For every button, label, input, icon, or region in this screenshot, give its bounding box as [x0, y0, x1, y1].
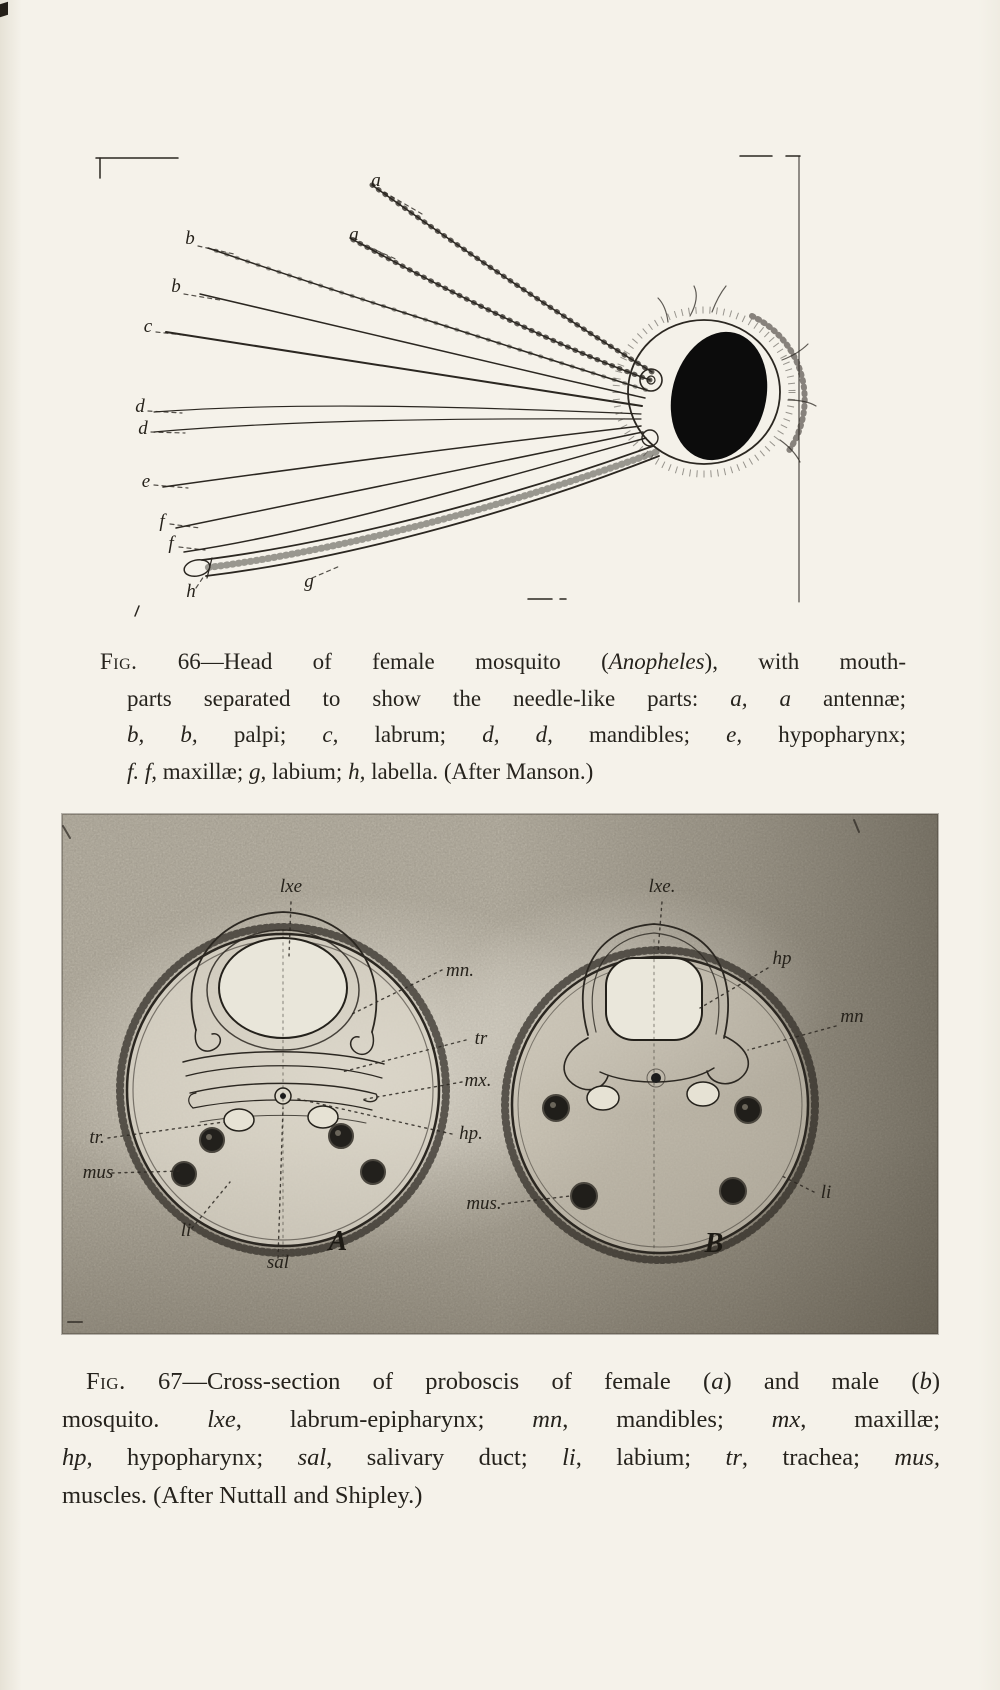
antennal-socket: [639, 368, 663, 392]
muscle-dots-b: [542, 1094, 762, 1210]
mouthparts: [153, 182, 660, 579]
labrum-outline-a: [190, 911, 378, 1033]
maxilla-1: [175, 431, 644, 529]
hypopharynx: [162, 425, 642, 488]
head-hairs: [657, 285, 817, 463]
figure-label-sal: sal: [267, 1252, 289, 1273]
figure-label-d: d: [135, 396, 145, 417]
labrum-wall-b: [591, 932, 720, 1035]
caption-line: Fig. 67—Cross-section of proboscis of fe…: [86, 1368, 940, 1395]
figure-label-a: a: [371, 170, 381, 191]
figure-label-lxe: lxe: [280, 876, 302, 897]
labrum-lumen-b: [605, 957, 703, 1041]
fig67-svg: lxe mn. tr mx. hp. tr. mus li sal A lxe. hp mn li mus…: [61, 813, 939, 1335]
labium-wall-a: [125, 932, 441, 1248]
figure-label-hp: hp.: [459, 1123, 483, 1144]
figure-label-mn: mn: [840, 1006, 863, 1027]
figure-label-A: A: [327, 1226, 348, 1257]
caption-line: parts separated to show the needle-like …: [127, 685, 906, 711]
mosquito-head: [612, 285, 817, 478]
figure-label-b: b: [185, 228, 195, 249]
fig67-leader-lines: [107, 901, 837, 1259]
mandible-left-b: [563, 1037, 609, 1091]
compound-eye: [670, 331, 768, 461]
mandible-maxilla-bands-a: [182, 1050, 385, 1124]
labella-divider: [206, 557, 213, 579]
hypopharynx-b: [651, 1073, 661, 1083]
proboscis-base: [641, 429, 659, 447]
figure-label-h: h: [186, 581, 196, 602]
labrum-lumen-a: [218, 937, 348, 1039]
trachea-left-a: [223, 1108, 255, 1132]
figure-label-b: b: [171, 276, 181, 297]
figure-label-mus: mus.: [466, 1193, 501, 1214]
mandible-1: [153, 405, 642, 415]
hypopharynx-ring-b: [646, 1068, 666, 1088]
figure-label-a: a: [349, 224, 359, 245]
caption-line: Fig. 66—Head of female mosquito (Anophel…: [100, 649, 906, 674]
figure-label-li: li: [821, 1182, 832, 1203]
figure-label-tr: tr: [475, 1028, 488, 1049]
trachea-right-a: [307, 1105, 339, 1129]
labium-bottom-edge: [205, 455, 660, 577]
palp-2: [199, 293, 646, 399]
labium-hairs-a: [116, 923, 450, 1257]
scan-artifact: [0, 1, 8, 18]
labrum-outline-b: [581, 923, 729, 1039]
figure-label-hp: hp: [773, 948, 792, 969]
caption-line: mosquito. lxe, labrum-epipharynx; mn, ma…: [62, 1406, 940, 1433]
labrum: [165, 331, 643, 407]
figure-label-e: e: [142, 471, 150, 492]
maxilla-2: [183, 437, 647, 553]
figure-label-f: f: [168, 533, 176, 554]
caption-line: hp, hypopharynx; sal, salivary duct; li,…: [62, 1444, 940, 1471]
figure-label-c: c: [144, 316, 153, 337]
figure-label-lxe: lxe.: [649, 876, 676, 897]
figure-label-f: f: [159, 511, 167, 532]
fig67-labels-a: lxe mn. tr mx. hp. tr. mus li sal A: [83, 876, 492, 1273]
fig67-labels-b: lxe. hp mn li mus. B: [466, 876, 863, 1259]
figure-label-tr: tr.: [89, 1127, 104, 1148]
caption-line: b, b, palpi; c, labrum; d, d, mandibles;…: [127, 722, 907, 747]
mandible-right-b: [706, 1035, 749, 1085]
labium-top-edge: [201, 445, 654, 561]
antenna-2-whorls: [347, 235, 653, 383]
labium-hairs-b: [501, 946, 819, 1264]
figure-label-d: d: [138, 418, 148, 439]
figure-label-mus: mus: [83, 1162, 114, 1183]
salivary-duct-a: [280, 1093, 286, 1099]
fig67-halftone-plate: lxe mn. tr mx. hp. tr. mus li sal A lxe. hp mn li mus…: [0, 810, 1000, 1340]
mandible-2: [153, 418, 642, 433]
cross-section-female: [116, 911, 450, 1257]
trachea-right-b: [686, 1081, 720, 1107]
labrum-curl-left-a: [194, 1029, 222, 1052]
labrum-wall-a: [206, 929, 360, 1051]
palp-1: [207, 247, 647, 391]
figure-label-g: g: [304, 571, 314, 592]
figure-label-li: li: [181, 1220, 192, 1241]
caption-line: muscles. (After Nuttall and Shipley.): [62, 1482, 423, 1509]
plate-edge-marks: [62, 819, 860, 1323]
labrum-curl-right-a: [349, 1031, 375, 1056]
antenna-1-whorls: [369, 182, 655, 375]
figure-label-B: B: [704, 1228, 724, 1259]
muscle-dots-a: [171, 1123, 386, 1187]
labium-hairs: [200, 448, 660, 572]
caption-line: f. f, maxillæ; g, labium; h, labella. (A…: [127, 758, 594, 784]
figure-label-mn: mn.: [446, 960, 474, 981]
cross-section-male: [501, 923, 819, 1264]
fig67-caption: Fig. 67—Cross-section of proboscis of fe…: [62, 1363, 940, 1515]
eye-bristles: [749, 313, 808, 455]
plate-frame-marks: [95, 155, 801, 617]
fig66-leader-lines: [147, 191, 423, 589]
fig66-caption: Fig. 66—Head of female mosquito (Anophel…: [100, 644, 906, 790]
figure-label-mx: mx.: [465, 1070, 492, 1091]
trachea-left-b: [586, 1085, 620, 1111]
